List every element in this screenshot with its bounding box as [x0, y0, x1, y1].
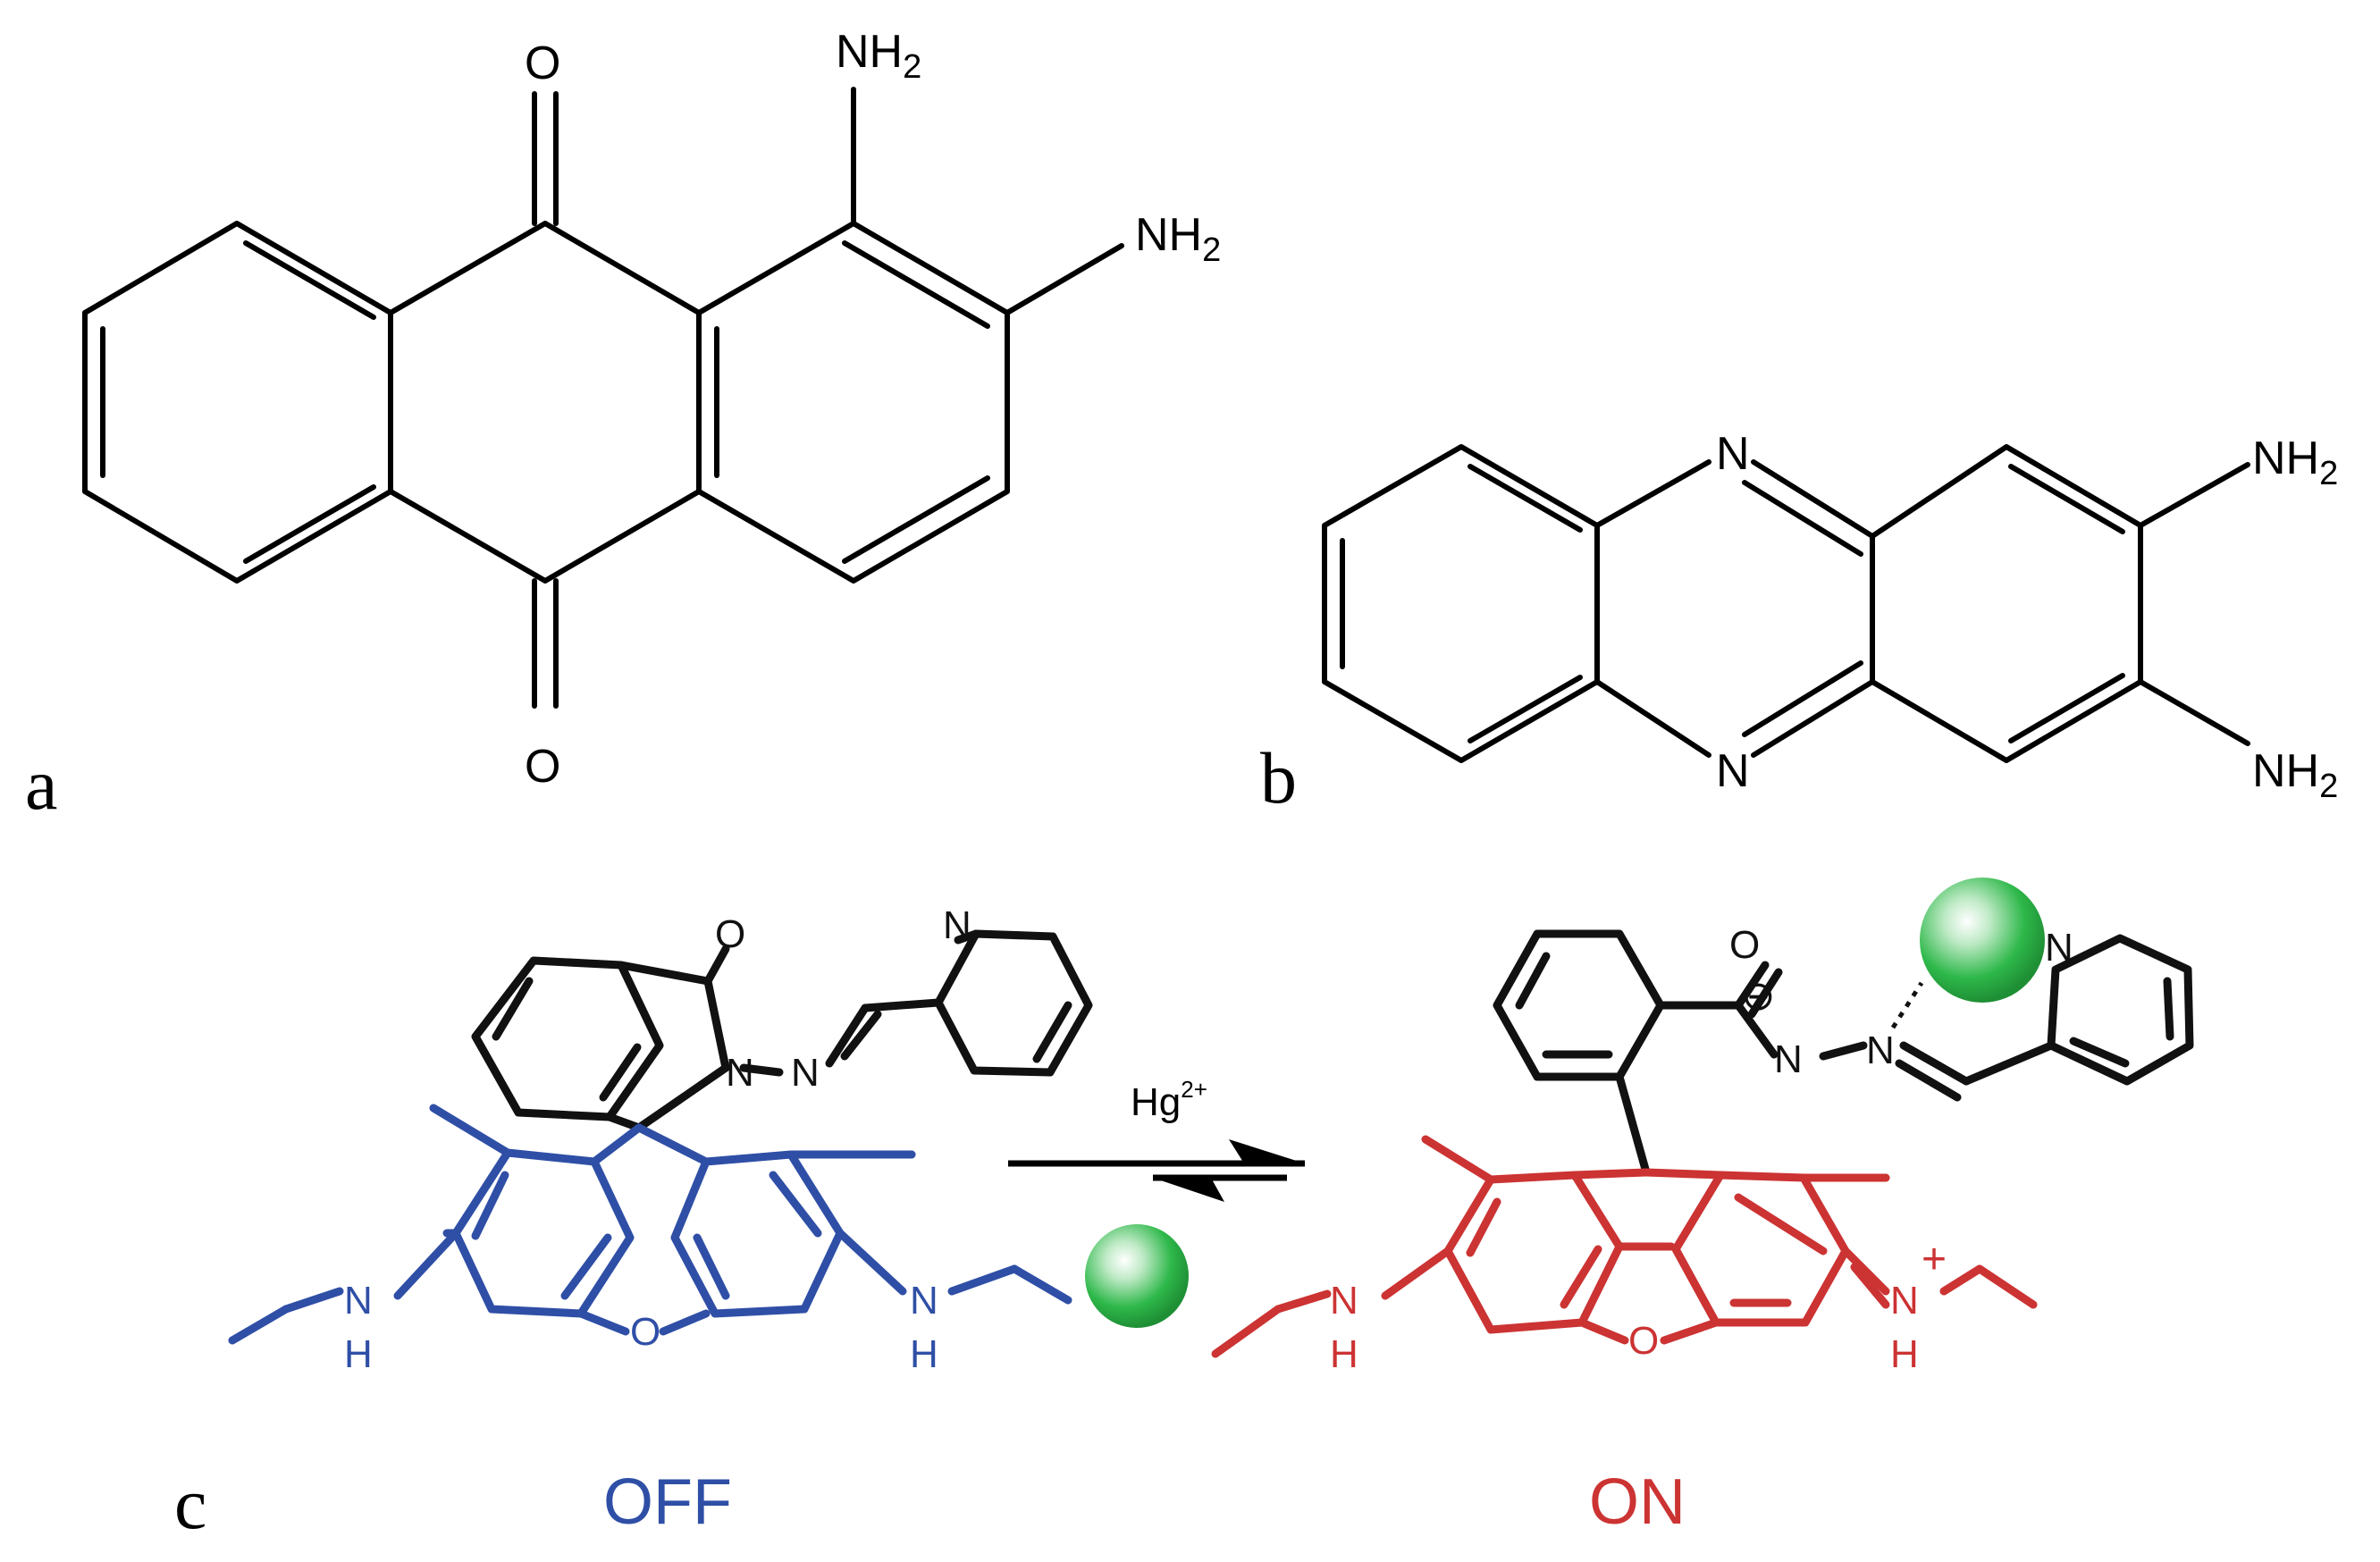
state-label-on: ON: [1589, 1466, 1686, 1538]
atom-nh2-4: NH2: [2252, 745, 2338, 805]
on-atom-nh-left-n: N: [1330, 1279, 1358, 1323]
panel-label-b: b: [1260, 737, 1297, 819]
equilibrium-arrows: [1008, 1139, 1305, 1202]
on-charge-minus: ⊖: [1741, 972, 1776, 1019]
panel-label-a: a: [25, 743, 57, 825]
off-atom-nh-right-h: H: [910, 1332, 938, 1376]
metal-ion-sphere-bound: [1920, 878, 2045, 1003]
off-atom-nh-right-n: N: [910, 1279, 938, 1323]
reagent-label: Hg2+: [1131, 1076, 1207, 1124]
on-atom-nh-right-h: H: [1890, 1332, 1919, 1376]
structure-c-off-blue: [228, 1104, 1072, 1345]
atom-o-top: O: [525, 38, 560, 89]
structure-a-diaminoanthraquinone: [82, 87, 1124, 709]
off-atom-n-amide: N: [726, 1051, 754, 1095]
on-atom-nh-right-n: N: [1890, 1279, 1919, 1323]
panel-label-c: c: [174, 1463, 206, 1544]
off-atom-o-carbonyl: O: [715, 912, 745, 956]
on-atom-o-xanthene: O: [1628, 1319, 1659, 1363]
state-label-off: OFF: [603, 1466, 732, 1538]
on-atom-nh-left-h: H: [1330, 1332, 1358, 1376]
on-charge-plus: +: [1922, 1236, 1947, 1283]
off-atom-n-imine: N: [791, 1051, 820, 1095]
structure-c-off-black: [471, 929, 1093, 1132]
off-atom-nh-left-n: N: [344, 1279, 373, 1323]
atom-n-top: N: [1716, 428, 1750, 480]
metal-ion-sphere-reagent: [1085, 1224, 1189, 1328]
on-atom-n-amide: N: [1774, 1037, 1803, 1081]
atom-o-bottom: O: [525, 741, 560, 793]
structure-b-diaminophenazine: [1322, 444, 2250, 763]
atom-n-bottom: N: [1716, 745, 1750, 797]
atom-nh2-2: NH2: [1135, 209, 1221, 269]
atom-nh2-3: NH2: [2252, 432, 2338, 492]
coordination-bond: [1890, 981, 1924, 1029]
on-atom-n-pyridine: N: [2045, 926, 2073, 970]
structure-c-on-black: [1493, 929, 2194, 1177]
off-atom-n-pyridine: N: [943, 903, 971, 947]
atom-nh2-1: NH2: [836, 26, 921, 86]
on-atom-o-carbonyl: O: [1729, 923, 1760, 967]
on-atom-n-imine: N: [1866, 1029, 1895, 1072]
structure-c-on-red: [1211, 1135, 2038, 1358]
off-atom-nh-left-h: H: [344, 1332, 373, 1376]
off-atom-o-xanthene: O: [630, 1310, 660, 1354]
